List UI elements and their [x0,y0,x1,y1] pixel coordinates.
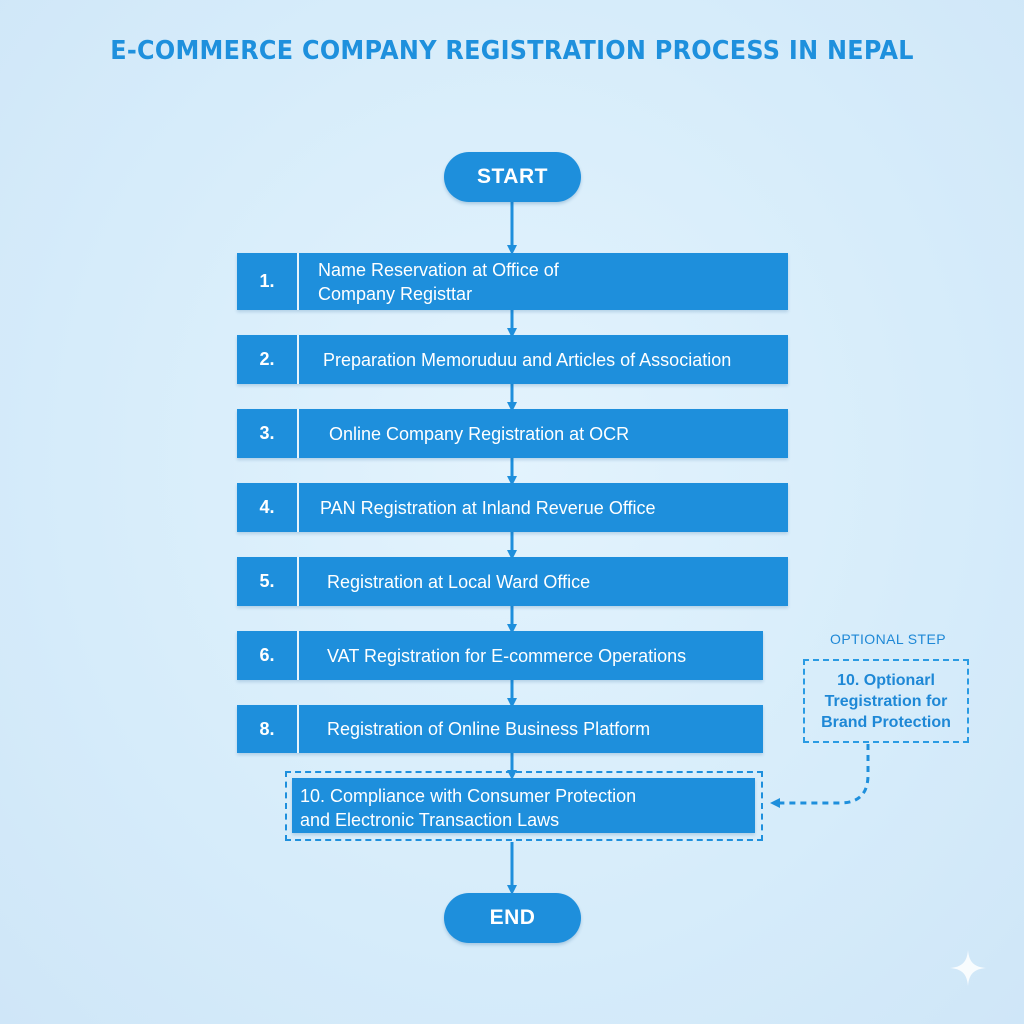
step-10-dashed-frame [285,771,763,841]
step-8-label: Registration of Online Business Platform [327,719,651,739]
step-6-label: VAT Registration for E-commerce Operatio… [327,645,687,666]
step-4-number: 4. [237,483,299,532]
step-2-label: Preparation Memoruduu and Articles of As… [323,349,732,370]
step-5-number: 5. [237,557,299,606]
sparkle-icon [950,950,986,986]
optional-step-box: 10. Optionarl Tregistration for Brand Pr… [803,659,969,743]
step-3: 3. Online Company Registration at OCR [237,409,788,458]
start-node: START [444,152,581,202]
step-6-number: 6. [237,631,299,680]
diagram-title: E-COMMERCE COMPANY REGISTRATION PROCESS … [110,36,914,66]
step-1-label: Name Reservation at Office of Company Re… [318,259,559,304]
step-3-label: Online Company Registration at OCR [329,423,630,444]
step-1: 1. Name Reservation at Office of Company… [237,253,788,310]
step-3-number: 3. [237,409,299,458]
step-2-number: 2. [237,335,299,384]
step-8-number: 8. [237,705,299,753]
step-2: 2. Preparation Memoruduu and Articles of… [237,335,788,384]
step-10: 10. Compliance with Consumer Protection … [292,778,755,833]
step-8: 8. Registration of Online Business Platf… [237,705,763,753]
step-5-label: Registration at Local Ward Office [327,571,591,592]
step-1-number: 1. [237,253,299,310]
step-5: 5. Registration at Local Ward Office [237,557,788,606]
optional-step-caption: OPTIONAL STEP [830,631,946,647]
step-4-label: PAN Registration at Inland Reverue Offic… [320,497,656,518]
step-6: 6. VAT Registration for E-commerce Opera… [237,631,763,680]
end-node: END [444,893,581,943]
step-10-label: 10. Compliance with Consumer Protection … [300,786,637,830]
connector-optional-step10 [770,744,870,808]
step-4: 4. PAN Registration at Inland Reverue Of… [237,483,788,532]
